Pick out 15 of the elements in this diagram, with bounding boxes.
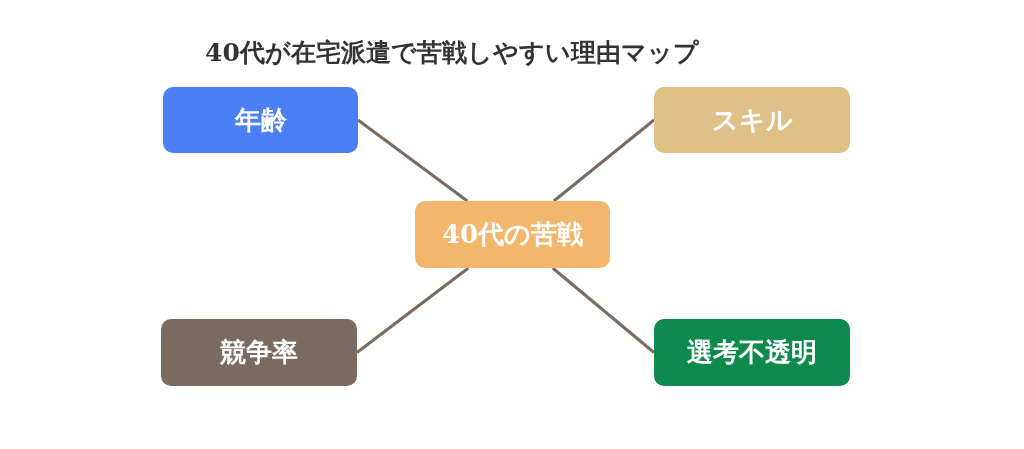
box-label: スキル (711, 103, 793, 137)
box-label: 40代の苦戦 (441, 218, 584, 251)
connector-line (357, 118, 469, 203)
connector-line (552, 118, 655, 203)
topic-box (654, 319, 850, 386)
box-label: 年齢 (234, 103, 287, 137)
connector-line (551, 266, 655, 354)
topic-box (654, 87, 850, 153)
box-label: 競争率 (220, 336, 298, 369)
connector-line (356, 266, 470, 354)
title: 40代が在宅派遣で苦戦しやすい理由マップ (205, 37, 699, 69)
topic-box (163, 87, 358, 153)
center-box (415, 201, 610, 268)
topic-box (161, 319, 357, 386)
box-label: 選考不透明 (687, 336, 817, 369)
